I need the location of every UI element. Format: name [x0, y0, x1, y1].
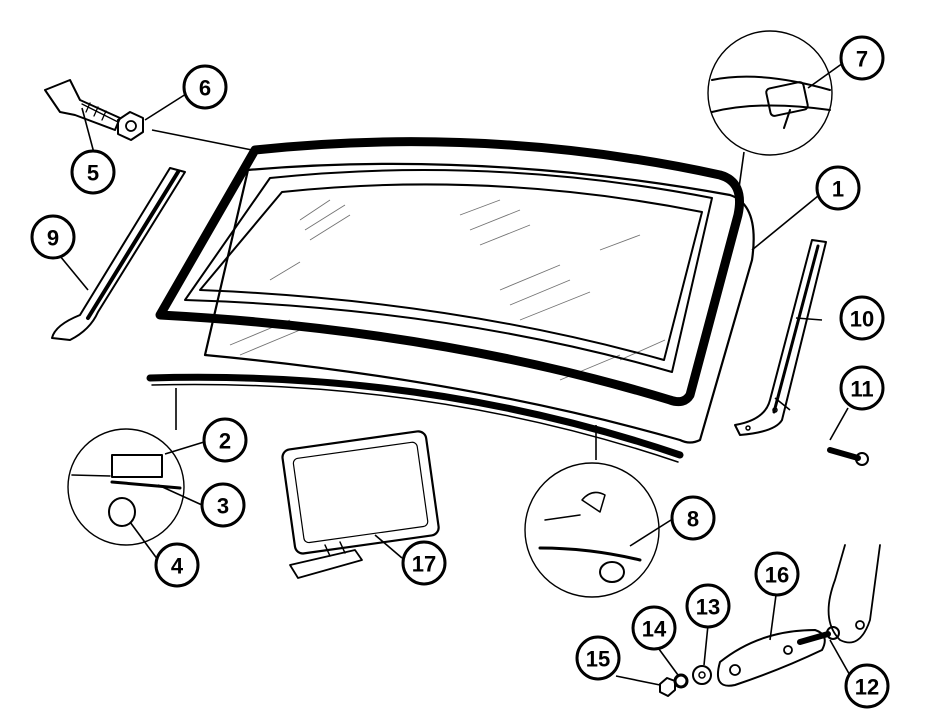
svg-text:12: 12: [855, 675, 879, 700]
lower-seal-strip: [146, 373, 684, 463]
svg-text:5: 5: [87, 161, 99, 186]
svg-text:3: 3: [217, 494, 229, 519]
callout-5: 5: [70, 149, 116, 195]
nut-small: [659, 677, 676, 697]
detail-circle-lower-left: [67, 428, 185, 546]
svg-text:2: 2: [219, 429, 231, 454]
svg-text:15: 15: [586, 647, 610, 672]
callout-9: 9: [30, 214, 76, 260]
mounting-nut: [117, 111, 144, 141]
svg-text:17: 17: [412, 552, 436, 577]
callout-8: 8: [670, 495, 716, 541]
svg-text:7: 7: [856, 47, 868, 72]
svg-text:16: 16: [765, 563, 789, 588]
callout-1: 1: [815, 165, 861, 211]
leader-lines: [59, 62, 857, 687]
callout-12: 12: [844, 663, 890, 709]
svg-text:14: 14: [642, 617, 667, 642]
svg-text:1: 1: [832, 177, 844, 202]
callout-11: 11: [839, 365, 885, 411]
callout-14: 14: [631, 605, 677, 651]
detail-circle-top-right: [707, 30, 833, 156]
pillar-finisher-right: [734, 239, 827, 436]
detail-circle-lower-right: [524, 462, 660, 598]
callout-13: 13: [685, 583, 731, 629]
svg-text:13: 13: [696, 595, 720, 620]
svg-text:6: 6: [199, 76, 211, 101]
callout-15: 15: [575, 635, 621, 681]
svg-text:10: 10: [850, 307, 874, 332]
svg-text:4: 4: [171, 554, 184, 579]
pillar-finisher-left: [51, 167, 186, 341]
windscreen-frame: [155, 137, 744, 407]
callout-16: 16: [754, 551, 800, 597]
spring-washer: [673, 673, 689, 689]
svg-text:8: 8: [687, 507, 699, 532]
callout-17: 17: [401, 540, 447, 586]
body-panel: [827, 544, 881, 644]
callout-10: 10: [839, 295, 885, 341]
svg-text:11: 11: [850, 377, 873, 402]
callout-7: 7: [839, 35, 885, 81]
svg-text:9: 9: [47, 226, 59, 251]
callout-3: 3: [200, 482, 246, 528]
mounting-bolt: [44, 79, 121, 131]
callout-4: 4: [154, 542, 200, 588]
rear-view-mirror: [281, 430, 440, 579]
callout-6: 6: [182, 64, 228, 110]
mounting-bracket: [716, 629, 826, 687]
finisher-screw: [827, 447, 869, 466]
plain-washer: [692, 665, 712, 685]
callout-2: 2: [202, 417, 248, 463]
